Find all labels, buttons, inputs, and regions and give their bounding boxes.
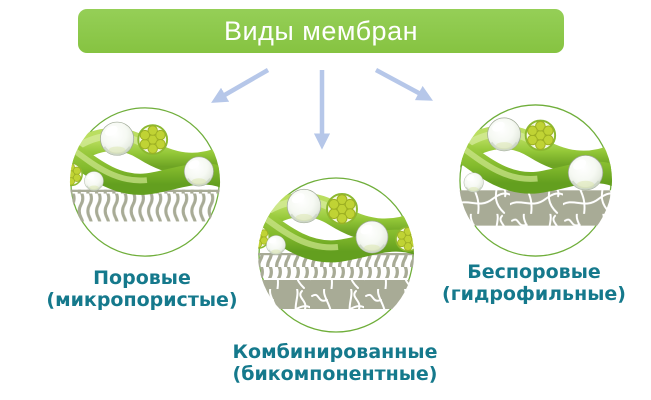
combined-membrane-icon (258, 177, 414, 333)
label-porous-line1: Поровые (93, 267, 191, 289)
label-porous-line2: (микропористые) (46, 288, 238, 311)
header-title-box: Виды мембран (78, 9, 564, 53)
label-nonporous: Беспоровые (гидрофильные) (394, 261, 651, 305)
arrow-to-porous-icon (211, 68, 270, 103)
arrow-to-nonporous-icon (374, 68, 433, 101)
porous-membrane-icon (69, 107, 222, 257)
label-nonporous-line2: (гидрофильные) (442, 282, 626, 305)
label-combined-line2: (бикомпонентные) (232, 362, 438, 385)
label-porous: Поровые (микропористые) (2, 267, 282, 311)
label-combined-line1: Комбинированные (232, 341, 438, 363)
label-nonporous-line1: Беспоровые (467, 261, 601, 283)
nonporous-membrane-icon (458, 104, 614, 257)
label-combined: Комбинированные (бикомпонентные) (185, 341, 485, 385)
page-title: Виды мембран (224, 15, 418, 46)
